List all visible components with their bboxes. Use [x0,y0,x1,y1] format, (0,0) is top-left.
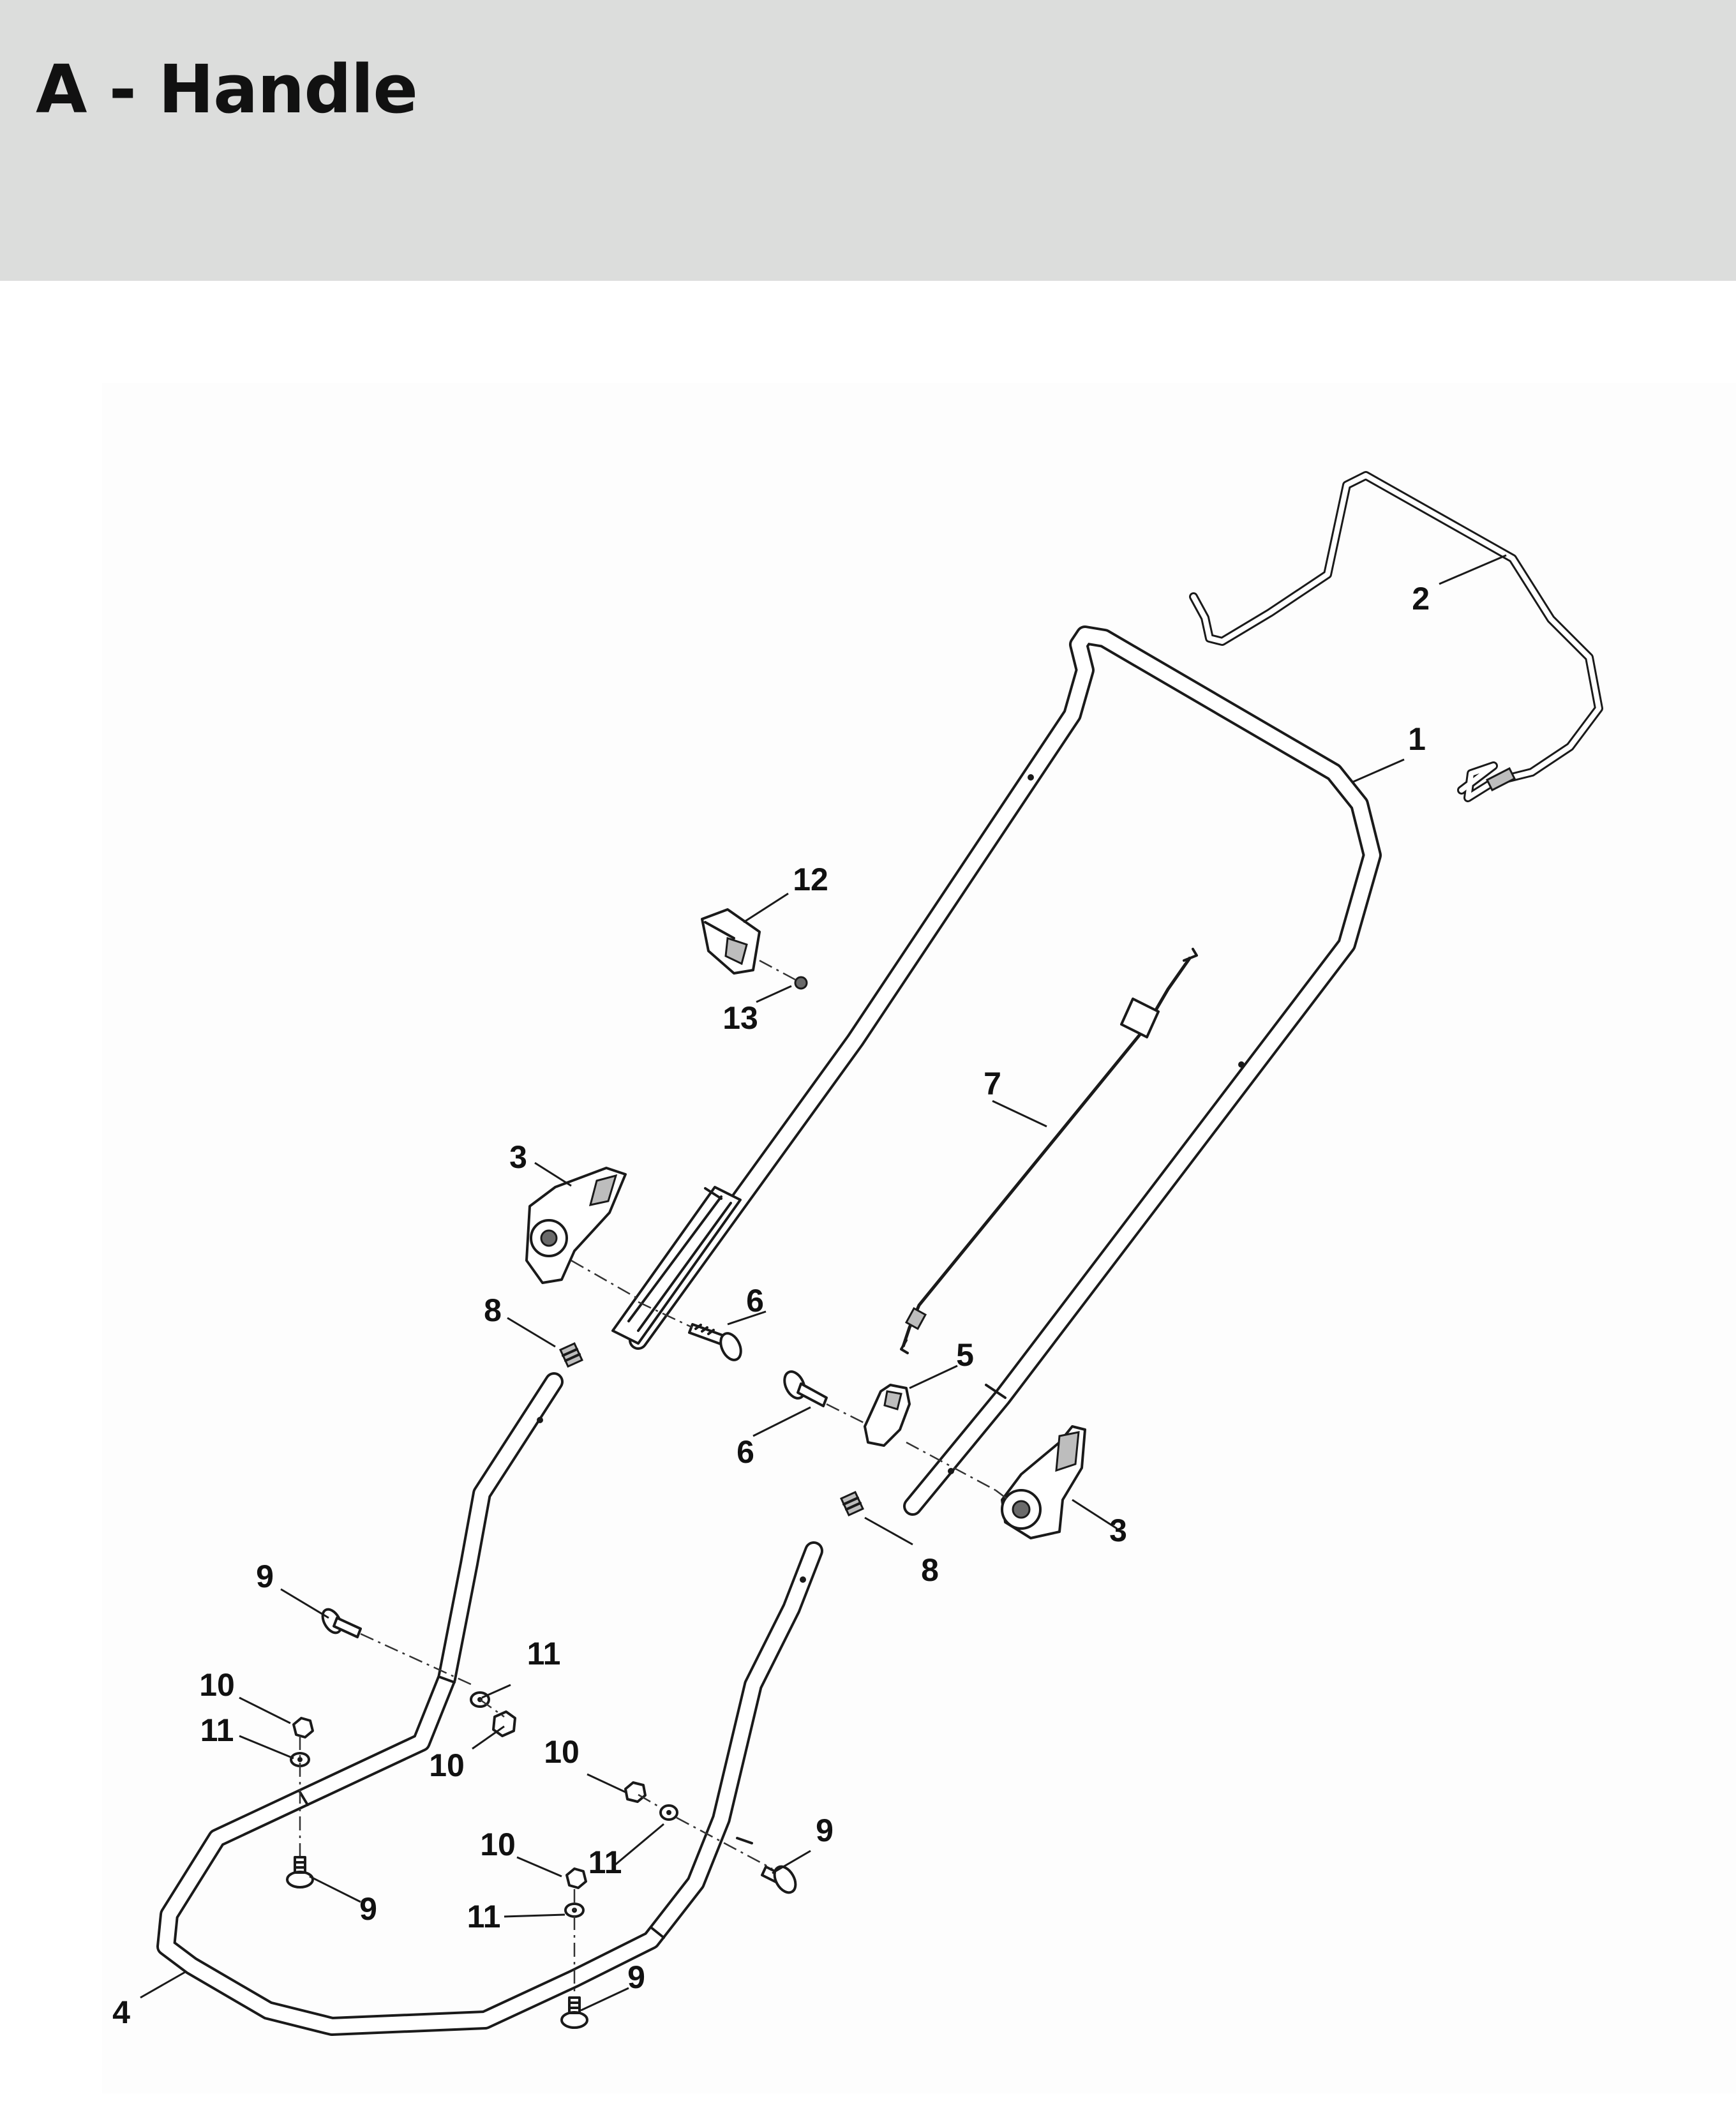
label-part-9c: 9 [359,1891,377,1927]
label-part-2: 2 [1412,581,1430,617]
label-part-6a: 6 [746,1283,764,1319]
label-part-9b: 9 [816,1813,834,1848]
drawing-sheet [102,383,1736,2093]
label-part-11d: 11 [467,1899,501,1934]
cable-catch[interactable] [864,1384,996,1492]
label-part-10a: 10 [199,1667,235,1703]
label-part-13: 13 [722,1000,758,1036]
label-part-8b: 8 [921,1552,939,1588]
label-part-10b: 10 [429,1747,465,1783]
label-part-11a: 11 [527,1636,561,1672]
bolt-9-bottom[interactable] [560,1996,588,2029]
label-part-8a: 8 [484,1292,502,1328]
leader-lines [140,554,1507,2012]
tube-plug-right[interactable] [840,1491,864,1516]
bowden-cable[interactable] [900,948,1198,1354]
label-part-9d: 9 [627,1959,645,1995]
tube-plug-left[interactable] [559,1342,583,1368]
label-part-10c: 10 [544,1734,580,1770]
control-bail[interactable] [1189,471,1603,802]
label-part-7: 7 [984,1066,1001,1102]
header-bar: A - Handle [0,0,1736,281]
page-title: A - Handle [36,50,418,128]
bolt-upper[interactable] [638,1301,745,1363]
nut-10-left[interactable] [292,1717,314,1739]
bolt-lower[interactable] [781,1368,865,1425]
label-part-11c: 11 [588,1844,622,1880]
cable-clip[interactable] [701,908,761,975]
washer-11-bottom[interactable] [564,1889,585,2004]
part-labels: 2 1 12 13 7 3 8 6 5 6 3 8 9 11 10 11 10 … [112,581,1430,2030]
label-part-4: 4 [112,1994,130,2030]
clip-screw[interactable] [759,959,808,990]
nut-10-mid[interactable] [624,1781,668,1813]
label-part-9a: 9 [256,1559,274,1594]
label-part-6b: 6 [737,1434,754,1470]
label-part-12: 12 [793,862,828,897]
washer-11-left[interactable] [290,1736,310,1864]
label-part-10d: 10 [480,1827,516,1862]
label-part-11b: 11 [200,1712,234,1748]
label-part-1: 1 [1408,721,1426,757]
bolt-9-lower-left[interactable] [286,1856,314,1888]
label-part-3b: 3 [1109,1513,1127,1548]
clamp-lever-right[interactable] [995,1425,1086,1539]
clamp-lever-left[interactable] [525,1167,639,1300]
label-part-3a: 3 [509,1139,527,1175]
label-part-5: 5 [956,1337,974,1373]
washer-11-mid[interactable] [659,1804,773,1870]
bolt-9-right[interactable] [761,1863,800,1896]
bolt-9-upper-left[interactable] [319,1606,473,1686]
lower-handle[interactable] [156,1372,823,2036]
nut-10-bottom[interactable] [565,1867,587,1889]
